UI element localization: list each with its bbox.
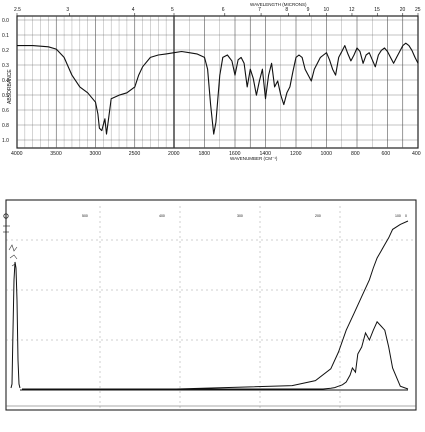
ir-wavenumber-tick-label: 1200: [290, 151, 302, 157]
ir-micron-tick-label: 10: [324, 7, 330, 13]
ir-absorbance-tick-label: 0.0: [2, 18, 9, 24]
ir-absorbance-tick-label: 0.2: [2, 48, 9, 54]
ir-wavenumber-title: WAVENUMBER (CM⁻¹): [230, 156, 278, 161]
ir-micron-tick-label: 5: [171, 7, 174, 13]
ir-wavenumber-tick-label: 2500: [129, 151, 141, 157]
nmr-top-scale-label: 500: [82, 214, 88, 218]
ir-wavenumber-tick-label: 1600: [229, 151, 241, 157]
ir-micron-tick-label: 4: [132, 7, 135, 13]
ir-spectrum-chart: WAVELENGTH (MICRONS) WAVENUMBER (CM⁻¹) A…: [2, 2, 421, 161]
ir-absorbance-tick-label: 0.8: [2, 123, 9, 129]
ir-wavenumber-tick-label: 800: [351, 151, 360, 157]
nmr-top-scale-label: 100: [395, 214, 401, 218]
ir-wavenumber-tick-label: 600: [382, 151, 391, 157]
nmr-top-scale-label: 0: [405, 214, 407, 218]
nmr-grid: [6, 206, 416, 410]
ir-micron-tick-label: 12: [349, 7, 355, 13]
ir-wavenumber-tick-label: 1400: [260, 151, 272, 157]
ir-micron-tick-label: 20: [400, 7, 406, 13]
ir-absorbance-tick-labels: 0.0 0.1 0.2 0.3 0.4 0.5 0.6 0.8 1.0: [2, 18, 9, 144]
ir-absorbance-tick-label: 0.5: [2, 93, 9, 99]
ir-plot-frame: [16, 15, 419, 149]
nmr-spectrum-chart: 500 400 300 200 100 0: [3, 199, 417, 411]
nmr-top-scale-label: 400: [159, 214, 165, 218]
ir-y-axis-label: ABSORBANCE: [7, 69, 13, 104]
nmr-top-scale-labels: 500 400 300 200 100 0: [82, 214, 407, 218]
nmr-reference-marker: [3, 210, 10, 245]
ir-wavenumber-tick-label: 1800: [199, 151, 211, 157]
ir-micron-tick-labels: 2.5 3 4 5 6 7 8 9 10 12 15 20 25: [14, 7, 421, 16]
ir-absorbance-tick-label: 0.3: [2, 63, 9, 69]
ir-wavenumber-tick-label: 1000: [321, 151, 333, 157]
ir-micron-tick-label: 15: [374, 7, 380, 13]
ir-micron-tick-label: 8: [285, 7, 288, 13]
ir-micron-tick-label: 3: [66, 7, 69, 13]
ir-wavelength-title: WAVELENGTH (MICRONS): [250, 2, 307, 7]
ir-wavenumber-tick-label: 400: [412, 151, 421, 157]
ir-wavenumber-tick-label: 3500: [50, 151, 62, 157]
ir-absorbance-tick-label: 0.4: [2, 78, 9, 84]
ir-micron-tick-label: 6: [222, 7, 225, 13]
nmr-plot-frame: [5, 199, 417, 411]
ir-absorbance-tick-label: 0.6: [2, 108, 9, 114]
nmr-spectrum-trace: [22, 320, 409, 390]
ir-grid: [17, 16, 418, 148]
ir-absorbance-tick-label: 1.0: [2, 138, 9, 144]
nmr-reference-signal: [10, 261, 21, 389]
ir-micron-tick-label: 2.5: [14, 7, 21, 13]
ir-absorbance-tick-label: 0.1: [2, 33, 9, 39]
ir-spectrum-trace: [17, 42, 419, 135]
ir-wavenumber-tick-label: 2000: [168, 151, 180, 157]
nmr-reference-scrawl: [8, 244, 18, 267]
nmr-integral-trace: [22, 220, 409, 390]
ir-wavenumber-tick-label: 4000: [11, 151, 23, 157]
ir-wavenumber-tick-label: 3000: [90, 151, 102, 157]
ir-wavenumber-tick-labels: 4000 3500 3000 2500 2000 1800 1600 1400 1200 1000…: [11, 151, 421, 157]
nmr-top-scale-label: 200: [315, 214, 321, 218]
nmr-top-scale-label: 300: [237, 214, 243, 218]
ir-micron-tick-label: 7: [258, 7, 261, 13]
ir-micron-tick-label: 25: [415, 7, 421, 13]
ir-micron-tick-label: 9: [307, 7, 310, 13]
